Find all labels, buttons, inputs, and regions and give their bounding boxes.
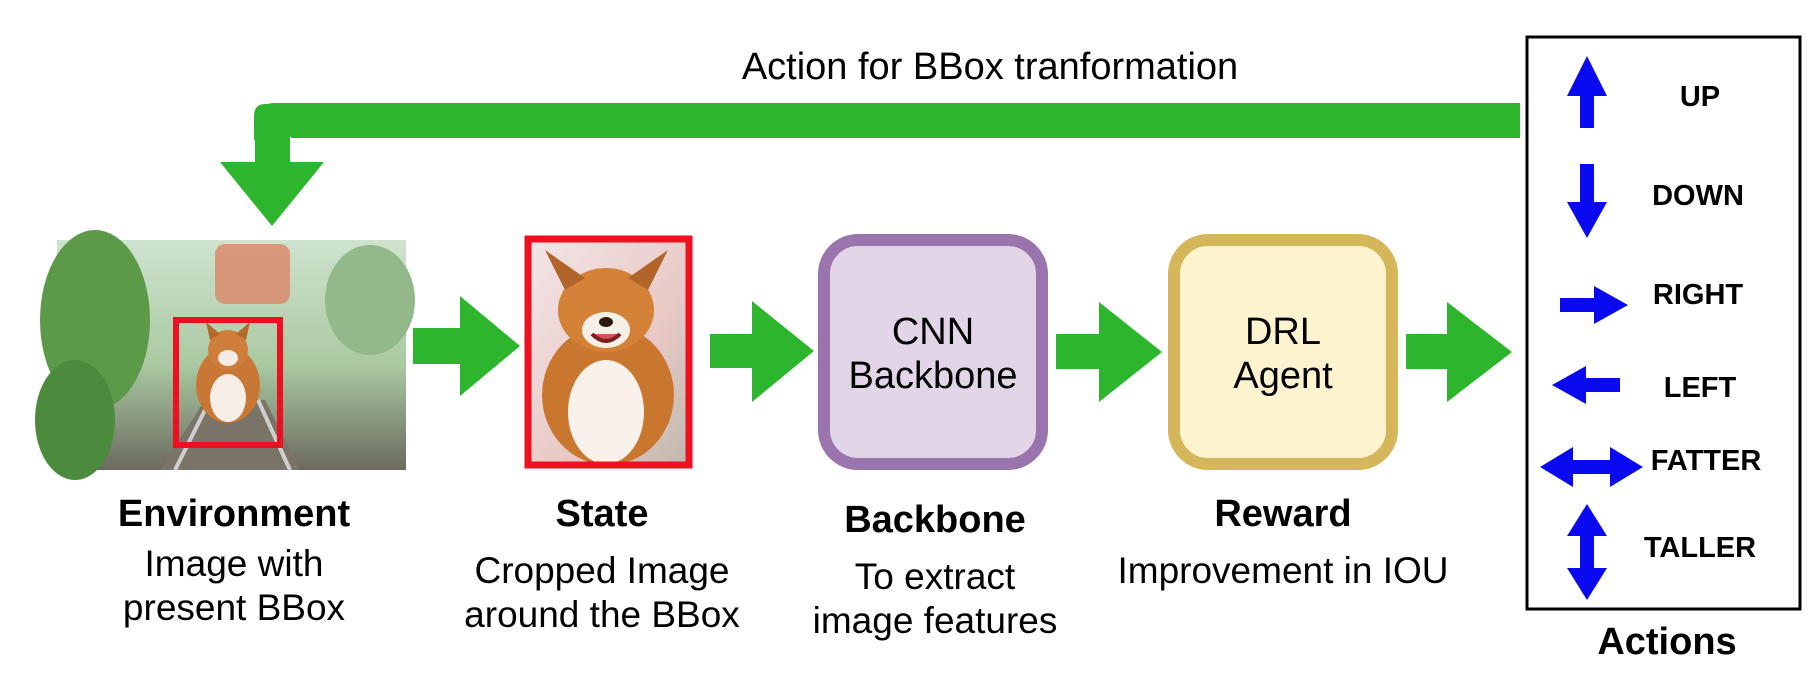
drl-box-line1: DRL: [1244, 311, 1322, 353]
cnn-box-line1: CNN: [891, 311, 975, 353]
arrow-env-to-state: [413, 296, 520, 396]
actions-panel: [1525, 35, 1802, 611]
drl-box-label: DRL Agent: [1174, 310, 1392, 398]
arrow-right-icon: [1560, 286, 1628, 324]
state-desc: Cropped Image around the BBox: [442, 549, 762, 637]
arrow-cnn-to-drl: [1056, 302, 1162, 402]
environment-desc-line2: present BBox: [122, 587, 346, 628]
arrow-horizontal-double-icon: [1540, 447, 1643, 487]
cnn-backbone-box: [818, 234, 1048, 470]
feedback-arrowhead: [220, 162, 324, 226]
state-desc-line2: around the BBox: [464, 594, 740, 635]
backbone-desc: To extract image features: [785, 555, 1085, 643]
actions-title: Actions: [1597, 621, 1737, 663]
arrow-left-icon: [1552, 366, 1620, 404]
drl-box-line2: Agent: [1233, 355, 1333, 397]
state-title: State: [555, 493, 649, 535]
reward-desc-line1: Improvement in IOU: [1117, 550, 1449, 591]
action-label-right: RIGHT: [1652, 279, 1744, 311]
environment-desc-line1: Image with: [144, 543, 324, 584]
backbone-desc-line1: To extract: [854, 556, 1016, 597]
backbone-title: Backbone: [844, 499, 1026, 541]
cnn-box-line2: Backbone: [848, 355, 1018, 397]
cnn-box-label: CNN Backbone: [824, 310, 1042, 398]
arrow-vertical-double-icon: [1567, 504, 1607, 600]
backbone-desc-line2: image features: [812, 600, 1058, 641]
state-image: [524, 235, 693, 469]
action-label-up: UP: [1679, 81, 1721, 113]
arrow-state-to-cnn: [710, 301, 814, 402]
arrow-drl-to-actions: [1406, 302, 1512, 402]
state-desc-line1: Cropped Image: [474, 550, 730, 591]
environment-image: [35, 230, 415, 480]
environment-desc: Image with present BBox: [84, 542, 384, 630]
arrow-down-icon: [1567, 164, 1607, 238]
feedback-label: Action for BBox tranformation: [741, 46, 1239, 88]
feedback-arrow-corner: [255, 103, 1520, 165]
drl-agent-box: [1168, 234, 1398, 470]
reward-title: Reward: [1214, 493, 1352, 535]
action-label-left: LEFT: [1663, 372, 1737, 404]
reward-desc: Improvement in IOU: [1093, 549, 1473, 593]
action-label-fatter: FATTER: [1650, 445, 1762, 477]
environment-title: Environment: [117, 493, 351, 535]
action-label-down: DOWN: [1652, 180, 1744, 212]
arrow-up-icon: [1567, 56, 1607, 128]
action-label-taller: TALLER: [1643, 532, 1757, 564]
